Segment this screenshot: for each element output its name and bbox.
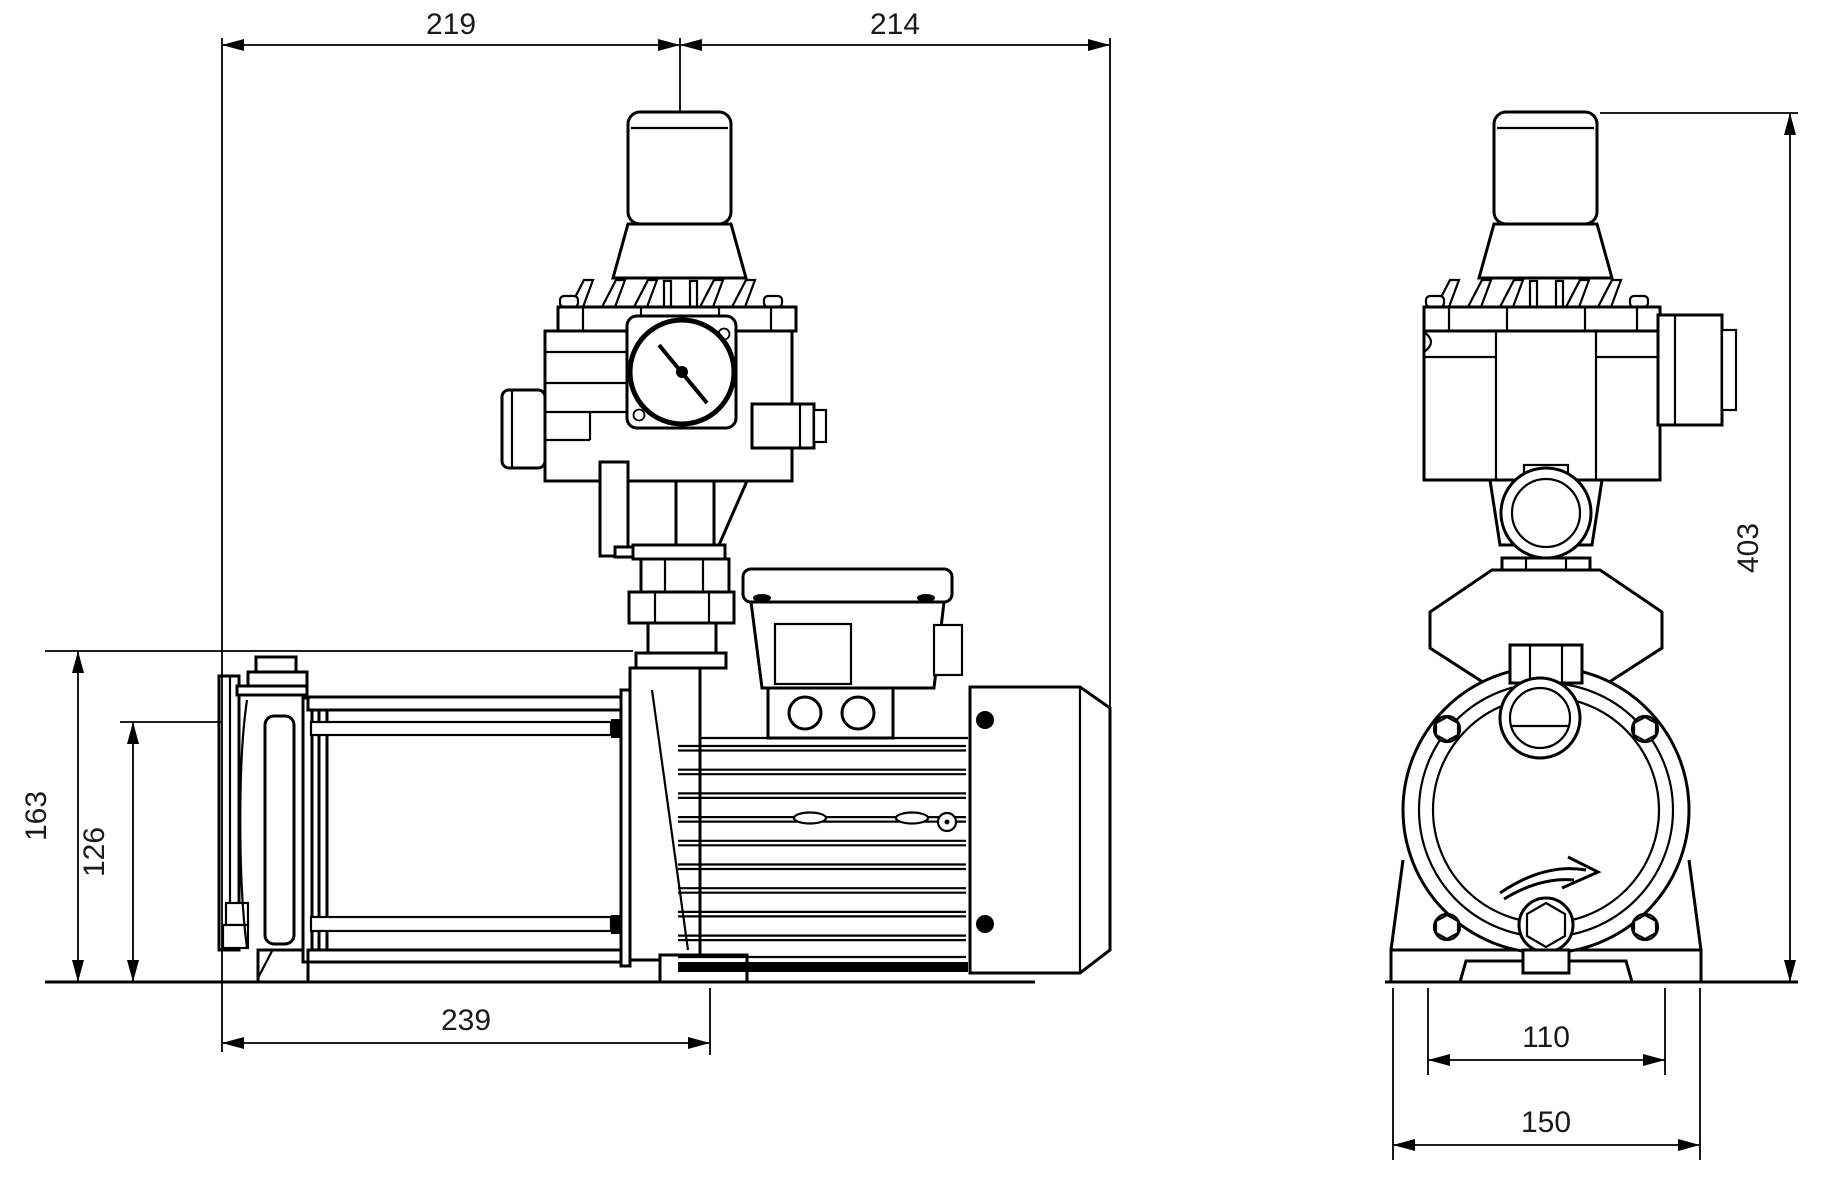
controller-side-port [500,388,547,470]
tie-rods [309,719,633,934]
dimension-163: 163 [20,651,84,982]
dimension-403: 403 [1732,113,1796,982]
controller-connector [750,402,816,450]
pressure-controller-side [1422,110,1738,625]
outlet-port [1499,466,1593,560]
flange-bolts [1432,714,1660,942]
controller-fins-side [1424,278,1650,309]
dimension-214: 214 [680,8,1110,51]
dimension-126: 126 [78,722,139,982]
rotation-arrow-icon [1499,855,1602,901]
pressure-controller [500,110,828,670]
dimension-239: 239 [222,1004,710,1049]
casing-bottom [306,948,630,964]
gland-hole [787,695,823,731]
dimension-label-110: 110 [1522,1021,1570,1054]
pump-body [217,655,749,984]
casing-front-disc [263,714,296,946]
fin-slot [894,811,930,825]
casing-top [306,695,630,712]
base-side [1389,859,1405,951]
connector-box [1656,313,1738,427]
cap-bolt [976,711,994,729]
motor [678,567,1112,975]
front-foot [256,948,310,984]
cable-glands [766,686,895,740]
dimension-label-239: 239 [441,1004,491,1037]
dimension-110: 110 [1428,1021,1665,1066]
gauge-hub [676,366,688,378]
suction-flange [217,655,309,952]
motor-fins [678,736,968,972]
dimension-label-214: 214 [870,8,920,41]
inlet-port [1498,676,1582,760]
drain-plug [1517,896,1575,975]
front-view [45,110,1112,984]
controller-body-side [1422,329,1662,482]
dimensions: 219 214 163 126 239 [20,8,1798,1160]
motor-end-cap [968,685,1112,975]
pump-casing-front [1389,568,1703,984]
cap-bolt [976,915,994,933]
pressure-gauge [625,314,738,430]
dimension-label-150: 150 [1521,1106,1571,1139]
discharge-union [598,460,749,670]
controller-neck [611,222,748,280]
base-side [1687,859,1703,951]
gland-hole [840,695,876,731]
lid-screw [917,594,935,602]
inlet-nut [1508,643,1584,685]
dimension-label-403: 403 [1732,523,1765,573]
side-view [1385,110,1798,984]
dimension-219: 219 [222,8,680,51]
dimension-label-219: 219 [426,8,476,41]
fin-slot [792,811,828,825]
dimension-label-163: 163 [20,791,53,841]
terminal-box [741,567,964,690]
dimension-150: 150 [1393,1106,1700,1151]
dimension-label-126: 126 [78,827,111,877]
controller-fins [558,278,784,309]
lid-screw [753,594,771,602]
